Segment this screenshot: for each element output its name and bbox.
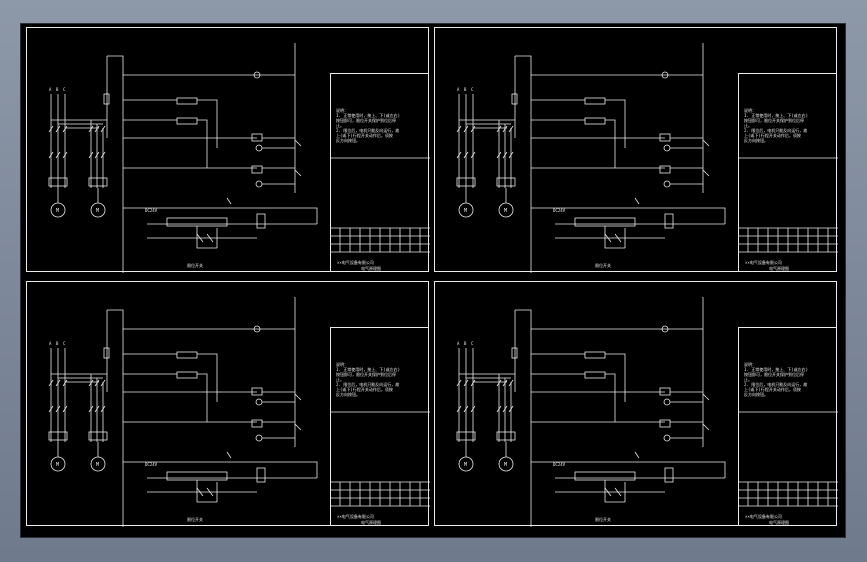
phase-label: C: [63, 87, 66, 92]
schematic-lines: A B C M M: [456, 297, 838, 527]
phase-label: B: [56, 341, 59, 346]
schematic-lines: A B C M M: [48, 43, 430, 273]
switch-label: 限位开关: [187, 263, 203, 268]
switch-label: 限位开关: [595, 263, 611, 268]
drawing-name: 电气原理图: [769, 520, 789, 525]
notes-text: 说明： 1. 正常使用时，按上、下(或左右) 按钮即可，限位开关保护到位后停 止…: [336, 362, 401, 397]
motor-label: M: [96, 462, 99, 468]
notes-text: 说明： 1. 正常使用时，按上、下(或左右) 按钮即可，限位开关保护到位后停 止…: [336, 108, 401, 143]
company-name: ××电气设备有限公司: [745, 514, 782, 519]
phase-label: B: [464, 341, 467, 346]
drawing-name: 电气原理图: [361, 266, 381, 271]
switch-label: 限位开关: [595, 517, 611, 522]
notes-text: 说明： 1. 正常使用时，按上、下(或左右) 按钮即可，限位开关保护到位后停 止…: [744, 362, 809, 397]
drawing-name: 电气原理图: [769, 266, 789, 271]
phase-label: A: [49, 87, 52, 92]
motor-label: M: [56, 462, 59, 468]
phase-label: A: [49, 341, 52, 346]
company-name: ××电气设备有限公司: [337, 260, 374, 265]
title-block: 说明： 1. 正常使用时，按上、下(或左右) 按钮即可，限位开关保护到位后停 止…: [738, 327, 837, 526]
motor-label: M: [504, 208, 507, 214]
dc-supply-label: DC24V: [145, 462, 158, 467]
motor-label: M: [96, 208, 99, 214]
switch-label: 限位开关: [187, 517, 203, 522]
phase-label: B: [464, 87, 467, 92]
company-name: ××电气设备有限公司: [745, 260, 782, 265]
motor-label: M: [464, 208, 467, 214]
phase-label: A: [457, 87, 460, 92]
phase-label: C: [63, 341, 66, 346]
motor-label: M: [56, 208, 59, 214]
dc-supply-label: DC24V: [145, 208, 158, 213]
motor-label: M: [464, 462, 467, 468]
title-block: 说明： 1. 正常使用时，按上、下(或左右) 按钮即可，限位开关保护到位后停 止…: [738, 73, 837, 272]
phase-label: B: [56, 87, 59, 92]
drawing-sheet: A B C M M: [26, 281, 430, 527]
drawing-sheet: A B C M M: [434, 281, 838, 527]
phase-label: C: [471, 87, 474, 92]
company-name: ××电气设备有限公司: [337, 514, 374, 519]
dc-supply-label: DC24V: [553, 208, 566, 213]
phase-label: C: [471, 341, 474, 346]
schematic-lines: A B C M M: [456, 43, 838, 273]
dc-supply-label: DC24V: [553, 462, 566, 467]
drawing-name: 电气原理图: [361, 520, 381, 525]
cad-drawing-viewport[interactable]: A B C M M: [20, 23, 846, 538]
schematic-lines: A B C M M: [48, 297, 430, 527]
phase-label: A: [457, 341, 460, 346]
drawing-sheet: A B C M M: [434, 27, 838, 273]
notes-text: 说明： 1. 正常使用时，按上、下(或左右) 按钮即可，限位开关保护到位后停 止…: [744, 108, 809, 143]
title-block: 说明： 1. 正常使用时，按上、下(或左右) 按钮即可，限位开关保护到位后停 止…: [330, 327, 429, 526]
title-block: 说明： 1. 正常使用时，按上、下(或左右) 按钮即可，限位开关保护到位后停 止…: [330, 73, 429, 272]
motor-label: M: [504, 462, 507, 468]
drawing-sheet: A B C M M: [26, 27, 430, 273]
